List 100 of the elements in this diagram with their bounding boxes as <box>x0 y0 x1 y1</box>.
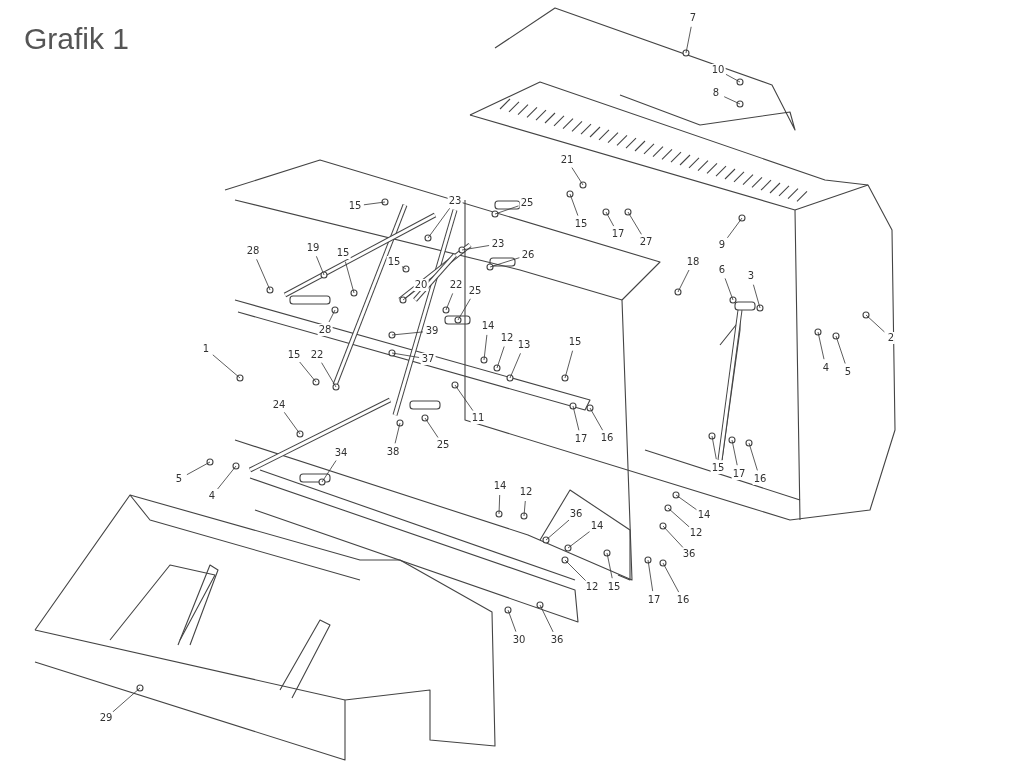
leader-line <box>589 407 603 431</box>
leader-line <box>489 257 520 268</box>
callout-number: 15 <box>386 256 402 268</box>
callout-number: 16 <box>752 473 768 485</box>
callout-number: 3 <box>746 270 756 282</box>
callout-number: 36 <box>549 634 565 646</box>
callout-number: 23 <box>447 195 463 207</box>
leader-line <box>539 604 554 633</box>
figure-title: Grafik 1 <box>24 22 130 56</box>
callout-number: 12 <box>688 527 704 539</box>
callout-number: 16 <box>599 432 615 444</box>
callout-number: 26 <box>520 249 536 261</box>
leader-line <box>212 354 241 379</box>
callout-number: 1 <box>201 343 211 355</box>
leader-line <box>217 465 237 490</box>
leader-line <box>509 352 521 379</box>
leader-line <box>567 531 591 549</box>
leader-line <box>865 314 885 333</box>
leader-line <box>496 346 505 369</box>
leader-line <box>571 167 584 186</box>
callout-number: 15 <box>335 247 351 259</box>
callout-number: 39 <box>424 325 440 337</box>
callout-number: 36 <box>681 548 697 560</box>
leader-line <box>667 507 690 528</box>
leader-line <box>402 290 415 301</box>
callout-number: 23 <box>490 238 506 250</box>
callout-number: 15 <box>573 218 589 230</box>
callout-number: 25 <box>519 197 535 209</box>
leader-line <box>727 217 743 239</box>
leader-line <box>461 245 490 251</box>
leader-line <box>345 261 355 294</box>
callout-number: 15 <box>286 349 302 361</box>
leader-line <box>507 609 517 632</box>
callout-number: 24 <box>271 399 287 411</box>
callout-number: 6 <box>717 264 727 276</box>
callout-number: 5 <box>843 366 853 378</box>
callout-number: 15 <box>710 462 726 474</box>
callout-number: 17 <box>610 228 626 240</box>
callout-number: 36 <box>568 508 584 520</box>
callout-number: 12 <box>499 332 515 344</box>
callout-number: 25 <box>467 285 483 297</box>
callout-number: 12 <box>584 581 600 593</box>
leader-line <box>835 335 846 364</box>
leader-line <box>445 293 454 311</box>
callout-number: 14 <box>480 320 496 332</box>
callout-number: 4 <box>821 362 831 374</box>
callout-number: 7 <box>688 12 698 24</box>
leader-line <box>723 96 741 105</box>
leader-line <box>391 331 424 336</box>
callout-number: 14 <box>492 480 508 492</box>
leader-line <box>321 362 337 388</box>
callout-number: 4 <box>207 490 217 502</box>
callout-number: 37 <box>420 353 436 365</box>
callout-number: 17 <box>646 594 662 606</box>
leader-line <box>748 442 758 471</box>
leader-line <box>523 500 526 517</box>
leader-line <box>256 258 271 291</box>
leader-line <box>299 361 317 383</box>
leader-line <box>363 201 386 206</box>
leader-line <box>427 207 451 239</box>
callout-number: 5 <box>174 473 184 485</box>
leader-line <box>725 73 741 83</box>
callout-number: 20 <box>413 279 429 291</box>
leader-line <box>321 460 337 483</box>
leader-line <box>394 422 401 444</box>
leader-line <box>662 525 684 548</box>
leader-line <box>711 435 717 460</box>
leader-line <box>731 439 738 466</box>
leader-line <box>662 562 680 593</box>
leader-line <box>817 331 825 360</box>
leader-line <box>401 266 407 270</box>
callout-number: 9 <box>717 239 727 251</box>
leader-line <box>675 494 698 511</box>
leader-line <box>457 298 471 321</box>
callout-number: 21 <box>559 154 575 166</box>
callout-number: 14 <box>589 520 605 532</box>
callout-number: 27 <box>638 236 654 248</box>
callout-number: 15 <box>347 200 363 212</box>
callout-number: 15 <box>567 336 583 348</box>
leader-line <box>454 384 474 411</box>
callout-number: 22 <box>448 279 464 291</box>
callout-number: 10 <box>710 64 726 76</box>
leader-line <box>186 461 211 476</box>
leader-line <box>328 309 336 323</box>
callout-number: 29 <box>98 712 114 724</box>
leader-line <box>685 26 692 54</box>
leader-line <box>647 559 654 592</box>
leader-line <box>572 405 580 431</box>
callout-number: 18 <box>685 256 701 268</box>
callout-number: 8 <box>711 87 721 99</box>
leader-line <box>724 278 734 301</box>
callout-number: 22 <box>309 349 325 361</box>
leader-line <box>494 205 519 215</box>
leader-line <box>498 494 501 515</box>
leader-line <box>316 255 325 276</box>
callout-number: 2 <box>886 332 896 344</box>
leader-line <box>283 411 301 435</box>
leader-line <box>569 193 579 216</box>
callout-number: 25 <box>435 439 451 451</box>
leader-line <box>391 352 420 358</box>
